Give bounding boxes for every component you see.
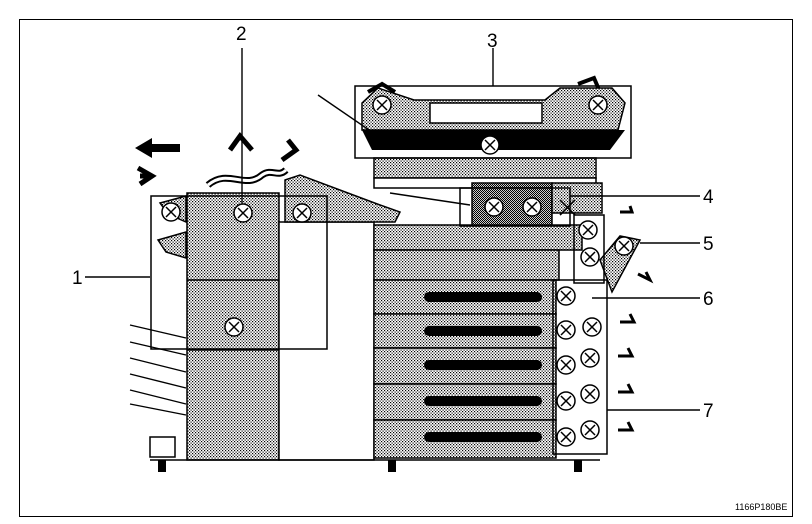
callout-6: 6	[703, 289, 714, 310]
callout-box-6	[573, 214, 605, 284]
paper-drawer-3	[373, 347, 557, 385]
bypass-tray	[578, 205, 654, 294]
figure-code: 1166P180BE	[735, 502, 787, 512]
main-unit	[150, 157, 603, 472]
callout-box-4	[459, 187, 571, 227]
callout-7: 7	[703, 401, 714, 422]
callout-labels: 1 2 3 4 5 6 7 1166P180BE	[72, 24, 787, 512]
drawer-rollers	[556, 286, 637, 447]
callout-5: 5	[703, 234, 714, 255]
transfer-rollers	[484, 197, 576, 217]
callout-box-1-2	[150, 195, 328, 350]
callout-3: 3	[487, 31, 498, 52]
leader-lines	[85, 48, 700, 411]
paper-drawer-1	[373, 279, 557, 315]
callout-2: 2	[236, 24, 247, 45]
callout-1: 1	[72, 268, 83, 289]
paper-drawer-2	[373, 313, 557, 349]
figure-frame	[19, 19, 793, 517]
callout-4: 4	[703, 187, 714, 208]
paper-drawer-4	[373, 383, 557, 421]
paper-drawer-5	[373, 419, 557, 459]
callout-box-7	[552, 279, 608, 455]
document-feeder	[317, 87, 626, 155]
